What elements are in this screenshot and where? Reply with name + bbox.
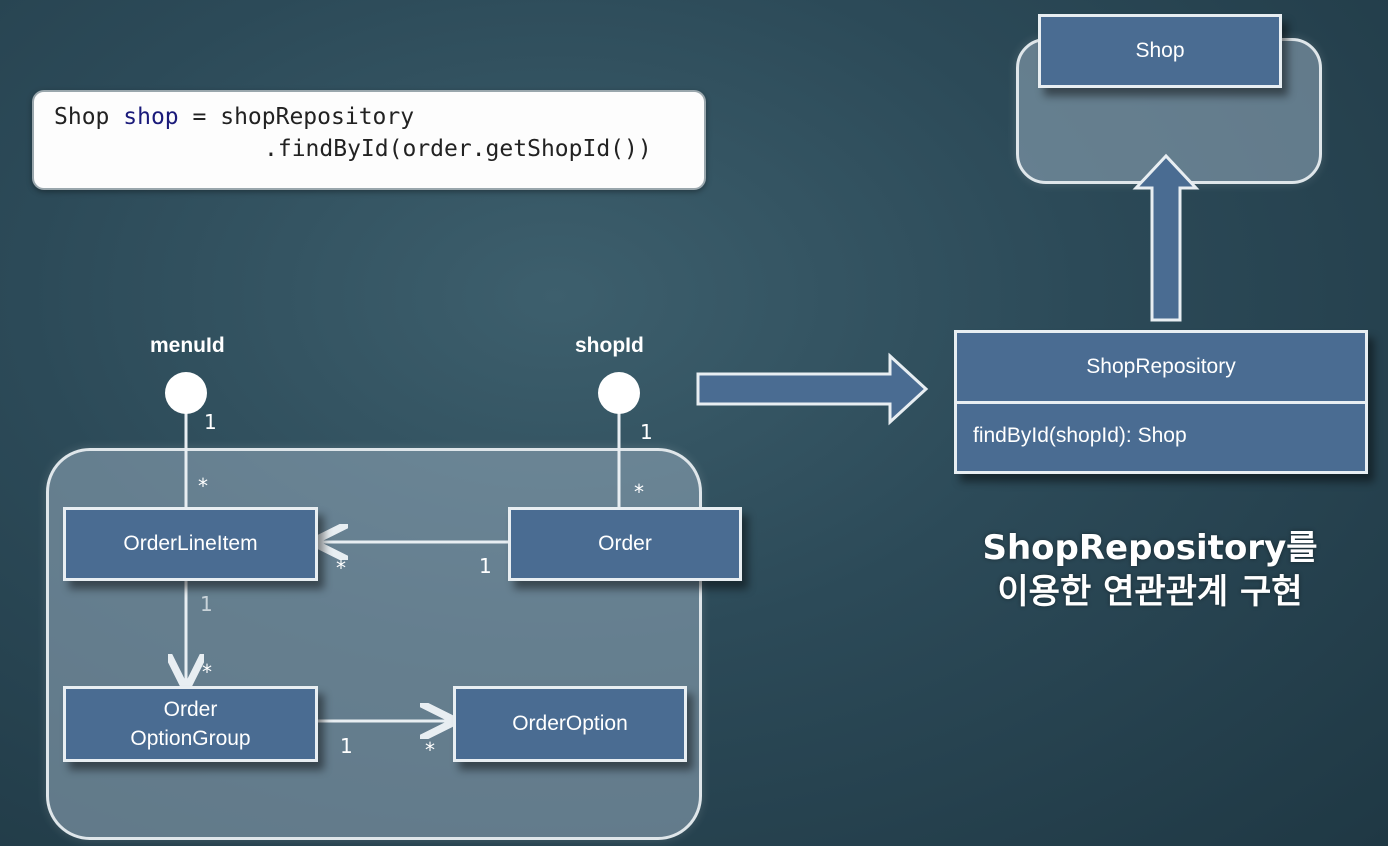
- line-group-many-multiplicity: *: [202, 660, 212, 684]
- caption-line-2: 이용한 연관관계 구현: [997, 572, 1303, 613]
- code-operator: =: [192, 104, 207, 130]
- menu-id-interface-circle: [165, 372, 207, 414]
- shop-label: Shop: [1135, 39, 1185, 63]
- order-box: Order: [508, 507, 742, 581]
- code-type: Shop: [54, 104, 110, 130]
- caption-line-1: ShopRepository를: [982, 528, 1318, 568]
- big-up-arrow: [1132, 153, 1200, 322]
- code-receiver: shopRepository: [220, 104, 415, 130]
- menu-one-multiplicity: 1: [204, 410, 217, 434]
- code-line-2: .findById(order.getShopId()): [264, 136, 652, 162]
- shop-repository-box: ShopRepository findById(shopId): Shop: [954, 330, 1368, 474]
- shop-box: Shop: [1038, 14, 1282, 88]
- order-line-item-label: OrderLineItem: [123, 532, 258, 556]
- shop-id-interface-circle: [598, 372, 640, 414]
- group-option-many-multiplicity: *: [425, 738, 435, 762]
- shop-repository-method: findById(shopId): Shop: [973, 424, 1187, 447]
- big-right-arrow: [696, 352, 929, 426]
- code-line-1: Shop shop = shopRepository: [54, 104, 414, 130]
- order-one-multiplicity: 1: [479, 554, 492, 578]
- shop-many-multiplicity: *: [634, 480, 644, 504]
- code-variable: shop: [123, 104, 179, 130]
- order-label: Order: [598, 532, 652, 556]
- order-line-many-multiplicity: *: [336, 556, 346, 580]
- menu-many-multiplicity: *: [198, 474, 208, 498]
- order-option-box: OrderOption: [453, 686, 687, 762]
- shop-repository-name: ShopRepository: [957, 333, 1365, 404]
- shop-one-multiplicity: 1: [640, 420, 653, 444]
- group-option-one-multiplicity: 1: [340, 734, 353, 758]
- order-option-label: OrderOption: [512, 712, 628, 736]
- code-snippet: Shop shop = shopRepository .findById(ord…: [32, 90, 706, 190]
- order-line-item-box: OrderLineItem: [63, 507, 318, 581]
- order-option-group-line-2: OptionGroup: [130, 727, 251, 750]
- line-group-one-multiplicity: 1: [200, 592, 213, 616]
- order-option-group-line-1: Order: [163, 697, 218, 721]
- shop-id-label: shopId: [575, 334, 644, 357]
- slide-caption: ShopRepository를 이용한 연관관계 구현: [960, 526, 1340, 614]
- menu-id-label: menuId: [150, 334, 225, 357]
